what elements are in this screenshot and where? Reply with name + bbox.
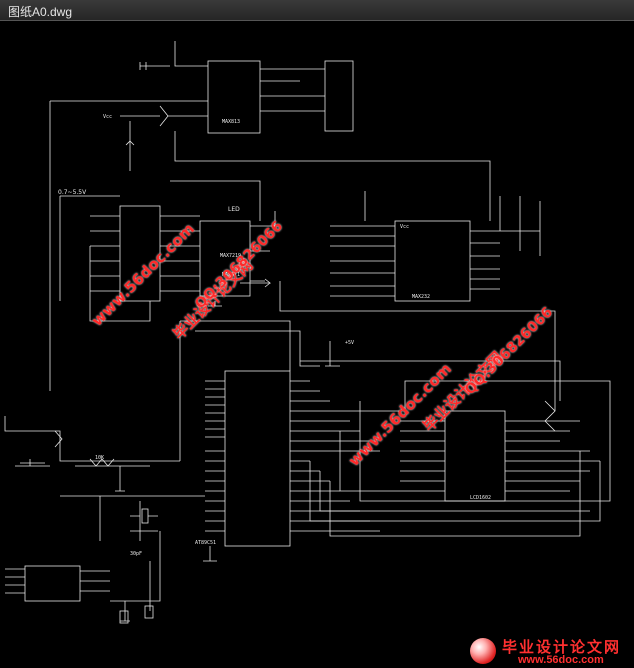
- u4-label: LCD1602: [470, 495, 491, 501]
- u1-label: AT89C51: [195, 540, 216, 546]
- res-label: 10K: [95, 455, 104, 461]
- logo-url: www.56doc.com: [518, 654, 604, 666]
- cap-label: 30pF: [130, 551, 142, 557]
- vcc-label: Vcc: [103, 114, 112, 120]
- u5-label: MAX813: [222, 119, 240, 125]
- schematic-drawing: AT89C51 MAX232 MAX7219 LCD1602 MAX813 MA…: [4, 41, 611, 624]
- led-label: LED: [228, 206, 240, 213]
- logo-globe-icon: [470, 638, 496, 664]
- drawing-canvas[interactable]: AT89C51 MAX232 MAX7219 LCD1602 MAX813 MA…: [0, 21, 634, 666]
- window-titlebar: 图纸A0.dwg: [0, 0, 634, 21]
- u6-label: MAX471: [222, 272, 240, 278]
- vplus-label: +5V: [345, 340, 354, 346]
- voltage-range-label: 0.7~5.5V: [58, 189, 87, 196]
- u3-label: MAX7219: [220, 253, 241, 259]
- window-title: 图纸A0.dwg: [8, 5, 73, 19]
- u2-label: MAX232: [412, 294, 430, 300]
- site-logo: 毕业设计论文网 www.56doc.com: [466, 636, 630, 668]
- pin-label: Vcc: [400, 224, 409, 230]
